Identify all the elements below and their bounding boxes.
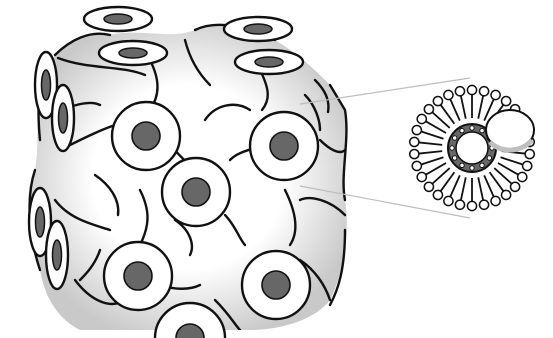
micelle-inset [410,85,535,210]
lipid-headgroup [523,161,532,170]
core-bead [452,136,456,140]
lipid-tail [461,96,466,119]
lipid-headgroup [525,149,534,158]
lipid-tail [478,96,483,119]
channel-opening [242,251,310,319]
core-bead [460,163,464,167]
lipid-headgroup [412,125,421,134]
lipid-headgroup [410,137,419,146]
lipid-tail [421,157,443,164]
lipid-headgroup [511,182,520,191]
core-bead [460,128,464,132]
top-tube [99,41,167,65]
lipid-headgroup [410,149,419,158]
core-bead [470,166,474,170]
lipid-headgroup [479,87,488,96]
micelle-inner-cavity [456,132,488,164]
core-bead [480,163,484,167]
lipid-tail [419,151,442,153]
top-tube [224,17,292,41]
lipid-headgroup [455,87,464,96]
channel-opening [104,242,172,310]
lipid-tail [450,99,460,120]
lipid-tail [478,177,483,200]
lipid-headgroup [501,96,510,105]
lipid-headgroup [467,85,476,94]
channel-opening [250,112,318,180]
lipid-headgroup [444,90,453,99]
lipid-tail [419,142,442,144]
lipid-headgroup [491,196,500,205]
lipid-headgroup [455,200,464,209]
lipid-headgroup [412,161,421,170]
core-bead [450,146,454,150]
core-bead [480,128,484,132]
core-bead [487,156,491,160]
lipid-tail [501,157,523,164]
lipid-headgroup [491,90,500,99]
lipid-headgroup [501,190,510,199]
lipid-headgroup [417,172,426,181]
channel-opening [162,158,230,226]
lipid-tail [484,175,494,196]
side-tube [46,221,68,289]
lipid-headgroup [424,182,433,191]
lipid-headgroup [518,172,527,181]
lipid-headgroup [433,96,442,105]
lipid-headgroup [424,105,433,114]
lipid-headgroup [444,196,453,205]
lipid-headgroup [467,201,476,210]
lipid-headgroup [479,200,488,209]
lattice-block [0,7,360,338]
lipid-tail [421,131,443,138]
lipid-tail [450,175,460,196]
side-tube [52,85,74,151]
lipid-headgroup [433,190,442,199]
top-tube [235,50,303,74]
core-bead [470,126,474,130]
lipid-headgroup [417,114,426,123]
channel-opening [112,102,180,170]
lipid-tail [461,177,466,200]
top-tube [84,7,152,31]
core-bead [452,156,456,160]
